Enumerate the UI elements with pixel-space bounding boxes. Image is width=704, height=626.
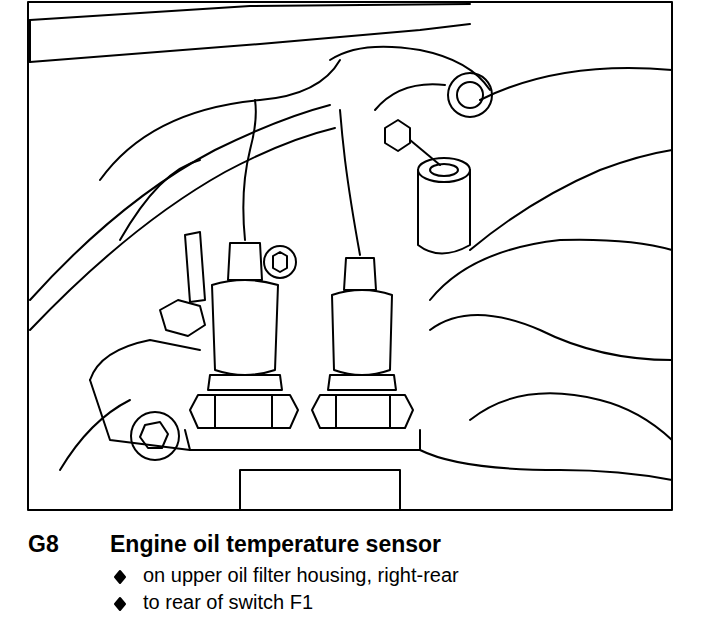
beam-edge [30,4,470,20]
bolt-head [140,422,168,448]
pipe [30,105,330,300]
small-sensor [185,232,205,302]
housing-curve [480,68,672,100]
bolt-head [385,120,410,151]
nut-facet [336,395,390,428]
bullet-symbol [115,598,125,610]
cylinder-top [418,158,470,182]
fitting-ring [457,82,483,108]
fitting-body [375,84,445,110]
housing-curve [420,450,672,480]
fitting-ring [448,73,492,117]
housing-curve [430,240,672,300]
pipe [30,128,335,330]
base-plate [185,430,420,450]
location-note: to rear of switch F1 [143,591,313,614]
sensor-cap [228,243,262,280]
cylinder-bore [430,164,458,176]
socket-hex [273,252,287,272]
housing-curve [100,60,340,180]
socket-bolt [264,246,296,278]
sensor-body [332,290,392,375]
housing-curve [470,393,672,440]
housing-curve [120,160,200,240]
location-note: on upper oil filter housing, right-rear [143,564,459,587]
part-title: Engine oil temperature sensor [110,531,441,557]
sensor-collar [328,375,396,390]
sensor-wire [243,100,255,240]
bracket [90,380,190,450]
housing-edge [240,470,400,510]
bullet-symbol [115,571,125,583]
sensor-cap [344,258,376,290]
beam-edge [30,24,470,62]
sensor-collar [208,375,282,390]
sensor-nut [190,395,298,428]
nut-facet [215,395,272,428]
part-code: G8 [28,531,59,557]
housing-curve [430,315,672,360]
housing-curve [470,150,672,250]
small-sensor-nut [160,300,205,336]
bracket [90,340,200,380]
beam-end [29,20,31,62]
sensor-body [212,280,278,375]
sensor-nut [312,395,413,428]
housing-curve [60,400,130,470]
bolt-washer [131,412,179,460]
sensor-wire [340,110,360,255]
frame [28,2,672,510]
